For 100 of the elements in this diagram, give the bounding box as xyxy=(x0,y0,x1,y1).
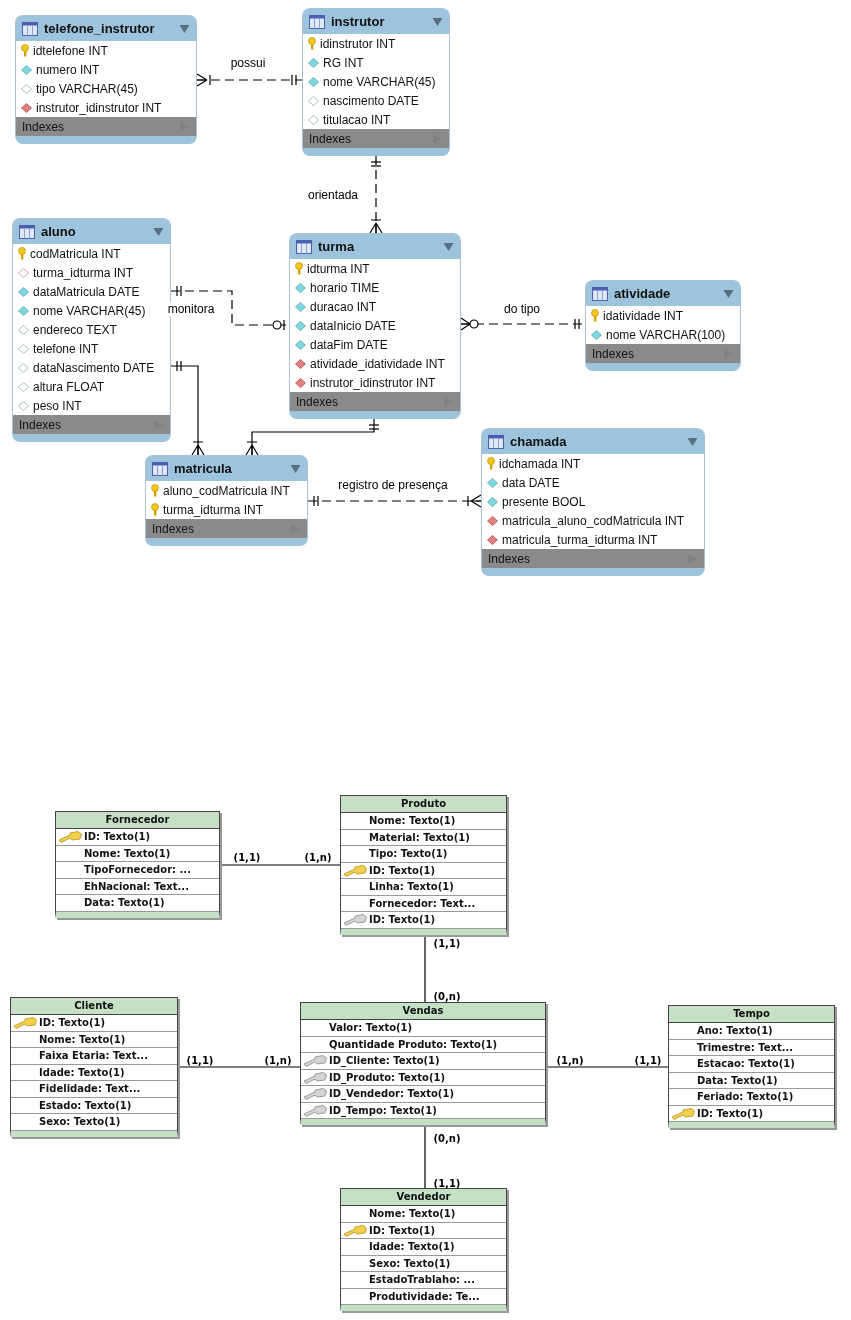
cardinality-label: (0,n) xyxy=(433,990,461,1002)
column-name: Idade: Texto(1) xyxy=(369,1241,455,1253)
relationship-line xyxy=(219,864,341,866)
table-card xyxy=(481,428,705,576)
column-name: Nome: Texto(1) xyxy=(84,847,171,859)
column-name: altura FLOAT xyxy=(33,379,105,394)
column-name: Material: Texto(1) xyxy=(369,831,470,843)
column-name: Faixa Etaria: Text... xyxy=(39,1050,148,1062)
column-name: Trimestre: Text... xyxy=(697,1041,794,1053)
column-name: turma_idturma INT xyxy=(163,502,264,517)
column-name: Data: Texto(1) xyxy=(84,897,165,909)
column-name: idatividade INT xyxy=(603,308,684,323)
table-card xyxy=(585,280,741,371)
column-name: Data: Texto(1) xyxy=(697,1074,778,1086)
column-name: ID_Tempo: Texto(1) xyxy=(329,1104,437,1116)
column-name: Ano: Texto(1) xyxy=(697,1025,773,1037)
table-title: turma xyxy=(318,239,356,254)
column-name: presente BOOL xyxy=(502,494,586,509)
column-name: ID: Texto(1) xyxy=(697,1107,763,1119)
column-name: ID_Vendedor: Texto(1) xyxy=(329,1088,454,1100)
table-card xyxy=(145,455,308,546)
column-name: titulacao INT xyxy=(323,112,391,127)
column-name: Sexo: Texto(1) xyxy=(39,1116,121,1128)
column-name: Estacao: Texto(1) xyxy=(697,1058,795,1070)
column-name: turma_idturma INT xyxy=(33,265,134,280)
indexes-label: Indexes xyxy=(592,346,635,361)
column-name: Nome: Texto(1) xyxy=(39,1033,126,1045)
column-name: nome VARCHAR(45) xyxy=(33,303,146,318)
column-name: nascimento DATE xyxy=(323,93,419,108)
column-name: horario TIME xyxy=(310,280,380,295)
indexes-label: Indexes xyxy=(19,417,62,432)
column-name: numero INT xyxy=(36,62,100,77)
indexes-label: Indexes xyxy=(296,394,339,409)
table-title: Tempo xyxy=(669,1006,834,1023)
table-card xyxy=(340,1188,507,1311)
column-name: Feriado: Texto(1) xyxy=(697,1091,794,1103)
edge-label: orientada xyxy=(306,188,360,202)
column-name: dataFim DATE xyxy=(310,337,388,352)
column-name: tipo VARCHAR(45) xyxy=(36,81,138,96)
column-name: matricula_turma_idturma INT xyxy=(502,532,658,547)
table-title: instrutor xyxy=(331,14,386,29)
table-card xyxy=(55,811,220,918)
column-name: dataNascimento DATE xyxy=(33,360,155,375)
column-name: data DATE xyxy=(502,475,560,490)
table-card xyxy=(300,1002,546,1125)
column-name: Tipo: Texto(1) xyxy=(369,848,448,860)
table-title: Vendas xyxy=(301,1003,545,1020)
column-name: telefone INT xyxy=(33,341,99,356)
cardinality-label: (1,n) xyxy=(304,851,332,863)
column-name: dataInicio DATE xyxy=(310,318,396,333)
cardinality-label: (1,1) xyxy=(634,1054,662,1066)
column-name: aluno_codMatricula INT xyxy=(163,483,290,498)
column-name: Fornecedor: Text... xyxy=(369,897,476,909)
column-name: Sexo: Texto(1) xyxy=(369,1257,451,1269)
relationship-line xyxy=(369,155,383,234)
column-name: ID: Texto(1) xyxy=(369,864,435,876)
cardinality-label: (1,1) xyxy=(233,851,261,863)
cardinality-label: (1,n) xyxy=(556,1054,584,1066)
column-name: instrutor_idinstrutor INT xyxy=(36,100,162,115)
column-name: peso INT xyxy=(33,398,82,413)
relationship-line xyxy=(545,1066,669,1068)
edge-label: possui xyxy=(228,56,268,70)
column-name: Nome: Texto(1) xyxy=(369,815,456,827)
column-name: Fidelidade: Text... xyxy=(39,1083,141,1095)
cardinality-label: (1,1) xyxy=(433,937,461,949)
indexes-label: Indexes xyxy=(309,131,352,146)
relationship-line xyxy=(424,1124,426,1189)
column-name: ID: Texto(1) xyxy=(84,831,150,843)
relationship-line xyxy=(170,361,205,456)
cardinality-label: (1,1) xyxy=(433,1177,461,1189)
column-name: TipoFornecedor: ... xyxy=(84,864,191,876)
column-name: Produtividade: Te... xyxy=(369,1290,480,1302)
column-name: Idade: Texto(1) xyxy=(39,1066,125,1078)
table-card xyxy=(668,1005,835,1128)
column-name: idchamada INT xyxy=(499,456,581,471)
table-card xyxy=(340,795,507,935)
table-card xyxy=(302,8,450,156)
edge-label: do tipo xyxy=(502,302,542,316)
cardinality-label: (0,n) xyxy=(433,1132,461,1144)
column-name: endereco TEXT xyxy=(33,322,117,337)
relationship-line xyxy=(196,73,303,87)
table-card xyxy=(289,233,461,419)
relationship-line xyxy=(177,1066,301,1068)
column-name: EstadoTrablaho: ... xyxy=(369,1274,475,1286)
cardinality-label: (1,n) xyxy=(264,1054,292,1066)
table-card xyxy=(15,15,197,144)
indexes-label: Indexes xyxy=(152,521,195,536)
column-name: Quantidade Produto: Texto(1) xyxy=(329,1038,498,1050)
column-name: idinstrutor INT xyxy=(320,36,396,51)
relationship-line xyxy=(245,418,379,456)
column-name: ID: Texto(1) xyxy=(39,1017,105,1029)
indexes-label: Indexes xyxy=(488,551,531,566)
indexes-label: Indexes xyxy=(22,119,65,134)
column-name: atividade_idatividade INT xyxy=(310,356,445,371)
column-name: ID: Texto(1) xyxy=(369,914,435,926)
column-name: matricula_aluno_codMatricula INT xyxy=(502,513,685,528)
column-name: ID_Cliente: Texto(1) xyxy=(329,1055,440,1067)
table-title: Vendedor xyxy=(341,1189,506,1206)
column-name: instrutor_idinstrutor INT xyxy=(310,375,436,390)
column-name: Estado: Texto(1) xyxy=(39,1099,132,1111)
